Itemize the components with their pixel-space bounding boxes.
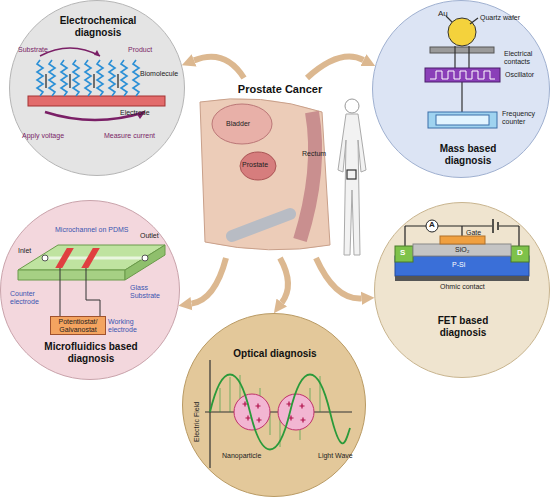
illustration-shape (133, 60, 139, 96)
illustration-shape (428, 112, 497, 128)
microfluidics-illustration (18, 245, 165, 316)
illustration-shape (212, 104, 272, 144)
illustration-shape (440, 236, 485, 244)
diagnosis-circle: Electrochemical diagnosis (9, 0, 185, 176)
prostate-illustration (200, 99, 366, 255)
illustration-shape (97, 60, 103, 96)
illustration-shape (338, 114, 366, 255)
illustration-shape (61, 60, 67, 96)
illustration-shape (205, 360, 352, 468)
illustration-shape (430, 71, 495, 79)
illustration-shape (73, 60, 79, 96)
illustration-shape (109, 60, 115, 96)
illustration-shape (125, 245, 165, 280)
illustration-shape (45, 112, 145, 120)
node-title: Microfluidics based diagnosis (41, 341, 141, 364)
illustration-shape (18, 270, 125, 280)
illustration-shape (60, 268, 100, 316)
illustration-shape (240, 152, 276, 180)
illustration-shape (301, 418, 306, 423)
curved-arrow (280, 258, 288, 303)
illustration-shape (395, 256, 529, 276)
illustration-shape (347, 170, 356, 179)
illustration-shape (28, 96, 165, 106)
diagnosis-circle: Mass based diagnosis (372, 0, 550, 178)
illustration-shape (18, 245, 165, 270)
illustration-shape (287, 402, 292, 407)
node-title: Mass based diagnosis (428, 143, 508, 166)
illustration-shape (46, 74, 118, 88)
illustration-shape (493, 219, 498, 233)
curved-arrow (194, 57, 244, 78)
illustration-shape (40, 48, 100, 56)
illustration-shape (234, 394, 270, 430)
illustration-shape (257, 418, 262, 423)
illustration-shape (289, 416, 294, 421)
illustration-shape (446, 16, 478, 112)
fet-illustration (395, 219, 529, 281)
illustration-shape (94, 50, 100, 56)
illustration-shape (430, 47, 494, 53)
illustration-shape (511, 246, 529, 262)
illustration-shape (278, 394, 314, 430)
illustration-shape (436, 115, 489, 125)
illustration-shape (220, 375, 320, 447)
electrochemical-illustration (28, 48, 165, 120)
illustration-shape (426, 220, 438, 232)
illustration-shape (300, 112, 315, 240)
illustration-shape (395, 276, 529, 281)
illustration-shape (300, 404, 305, 409)
illustration-shape (395, 246, 413, 262)
part-label: Prostate (242, 161, 268, 169)
part-label: Rectum (302, 150, 326, 158)
central-topic: Prostate Cancer (190, 78, 370, 258)
curved-arrow (307, 57, 363, 78)
illustration-shape (232, 214, 290, 236)
illustration-shape (210, 375, 350, 450)
illustration-shape (55, 248, 74, 268)
illustration-shape (448, 18, 476, 46)
node-title: Optical diagnosis (220, 348, 330, 360)
diagnosis-circle: Microfluidics based diagnosis (0, 200, 180, 380)
illustration-shape (413, 244, 511, 256)
illustration-shape (200, 99, 330, 250)
curved-arrow (316, 258, 361, 298)
illustration-shape (345, 99, 359, 113)
illustration-shape (246, 416, 251, 421)
illustration-shape (405, 226, 519, 246)
illustration-shape (136, 112, 145, 119)
diagnosis-circle: FET based diagnosis (374, 202, 550, 378)
node-title: Prostate Cancer (210, 83, 350, 96)
illustration-shape (85, 60, 91, 96)
illustration-shape (49, 60, 55, 96)
illustration-shape (256, 404, 261, 409)
curved-arrow (191, 258, 226, 304)
illustration-shape (425, 68, 500, 82)
node-title: Electrochemical diagnosis (45, 15, 151, 38)
illustration-shape (81, 248, 100, 268)
diagnosis-circle: Optical diagnosis (182, 313, 366, 497)
illustration-shape (243, 402, 248, 407)
illustration-shape (45, 257, 145, 260)
illustration-shape (142, 255, 148, 261)
part-label: Bladder (226, 120, 250, 128)
illustration-shape (42, 255, 48, 261)
node-title: FET based diagnosis (423, 315, 503, 338)
optical-illustration (205, 360, 352, 468)
illustration-shape (121, 60, 127, 96)
illustration-shape (37, 60, 43, 96)
mass-illustration (425, 16, 500, 128)
